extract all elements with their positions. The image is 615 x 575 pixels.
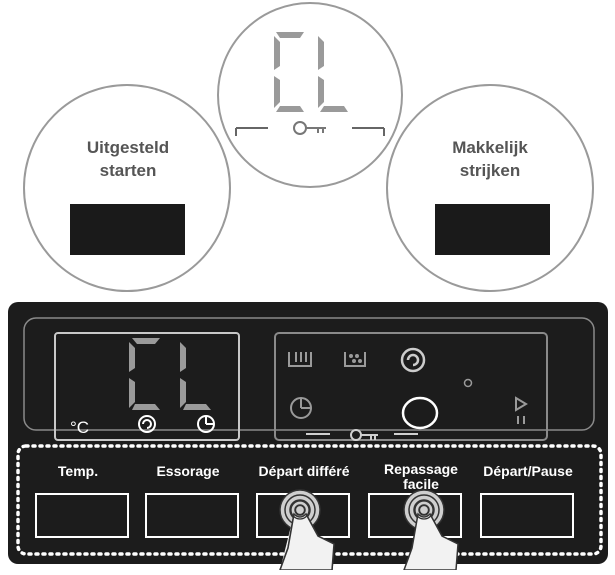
callout-easy-iron-button (435, 204, 550, 255)
finger-touch-icon (402, 489, 459, 571)
temp-unit-label: °C (70, 418, 89, 437)
spin-button-label: Essorage (156, 463, 219, 479)
callout-easy-iron-line2: strijken (460, 161, 520, 180)
callout-delayed-start-line1: Uitgesteld (87, 138, 169, 157)
key-lock-icon (293, 121, 326, 135)
spiral-spin-icon (138, 415, 156, 433)
callout-seg-l (318, 36, 348, 112)
callout-seg-c (274, 32, 304, 112)
indicator-dot-icon (463, 378, 473, 388)
temp-button-label: Temp. (58, 463, 98, 479)
play-pause-icon (515, 396, 528, 424)
spin-button[interactable]: Essorage (145, 463, 239, 538)
button-row: Temp. Essorage Départ différé Repassage … (35, 461, 574, 538)
start-pause-button-label: Départ/Pause (483, 463, 573, 479)
start-pause-button[interactable]: Départ/Pause (480, 463, 574, 538)
panel-seg-c (129, 338, 160, 410)
panel-display-left: CL °C (0, 0, 240, 441)
panel-display-right (274, 332, 548, 441)
panel-seg-l (180, 342, 211, 410)
easy-iron-button-label-line2: facile (403, 476, 439, 492)
display-oval-icon (401, 396, 439, 430)
clock-timer-icon (290, 397, 312, 419)
delayed-start-button-label: Départ différé (258, 463, 349, 479)
key-lock-icon (350, 429, 378, 441)
callout-delayed-start-line2: starten (100, 161, 157, 180)
callout-delayed-start: Uitgesteld starten (23, 84, 231, 292)
easy-iron-button[interactable]: Repassage facile (368, 461, 462, 538)
clock-timer-icon (197, 415, 215, 433)
spiral-spin-icon (400, 347, 426, 373)
callout-easy-iron-line1: Makkelijk (452, 138, 528, 157)
callout-easy-iron: Makkelijk strijken (386, 84, 594, 292)
finger-touch-icon (278, 489, 335, 571)
callout-delayed-start-button (70, 204, 185, 255)
callout-child-lock: CL (0, 0, 403, 188)
callout-child-lock-digits: CL (0, 0, 2, 1)
basin-wash-icon (288, 352, 312, 367)
rinse-drops-icon (344, 352, 366, 367)
panel-display-digits: CL (0, 0, 2, 1)
temp-button[interactable]: Temp. (35, 463, 129, 538)
easy-iron-button-label-line1: Repassage (384, 461, 458, 477)
